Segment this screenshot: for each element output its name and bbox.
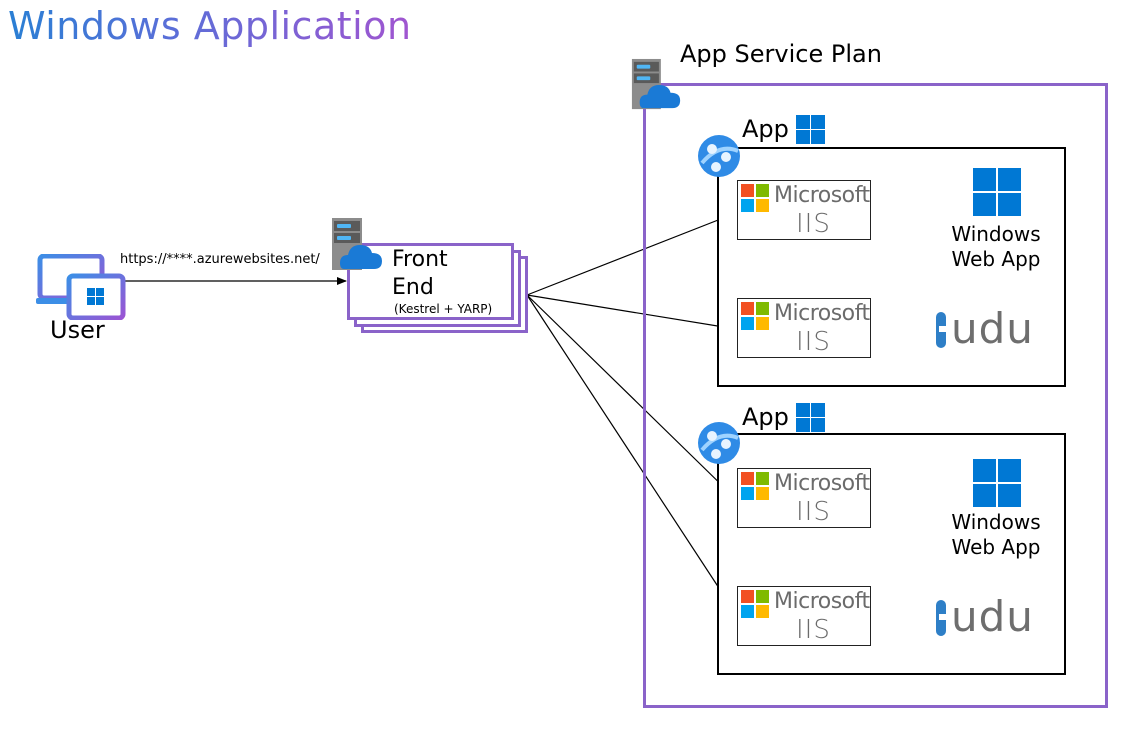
web-app-label-line2: Web App: [951, 247, 1041, 271]
iis-name-label: IIS: [796, 327, 831, 357]
iis-brand-label: Microsoft: [774, 183, 870, 208]
windows-logo-icon: [796, 403, 825, 432]
frontend-to-iis-1-arrow: [526, 212, 737, 296]
web-app-label-line1: Windows: [951, 510, 1041, 534]
app-service-plan-box: [643, 83, 1108, 708]
iis-brand-label: Microsoft: [774, 301, 870, 326]
iis-box: Microsoft IIS: [737, 586, 871, 646]
windows-logo-icon: [796, 115, 825, 144]
microsoft-logo-icon: [741, 302, 769, 330]
microsoft-logo-icon: [741, 472, 769, 500]
frontend-to-iis-3-arrow: [526, 294, 737, 500]
iis-name-label: IIS: [796, 615, 831, 645]
iis-box: Microsoft IIS: [737, 468, 871, 528]
server-cloud-icon: [630, 58, 684, 112]
laptop-user-icon: [36, 253, 128, 321]
frontend-to-iis-2-arrow: [526, 294, 737, 332]
iis-name-label: IIS: [796, 209, 831, 239]
page-title: Windows Application: [8, 4, 412, 48]
app-service-icon: [696, 420, 742, 466]
web-app-label: Windows Web App: [946, 510, 1046, 560]
kudu-icon: [934, 310, 950, 350]
app-service-icon: [696, 133, 742, 179]
web-app-label-line1: Windows: [951, 222, 1041, 246]
microsoft-logo-icon: [741, 590, 769, 618]
kudu-icon: [934, 598, 950, 638]
app-label-1: App: [742, 115, 789, 143]
iis-brand-label: Microsoft: [774, 471, 870, 496]
user-label: User: [50, 316, 105, 344]
iis-box: Microsoft IIS: [737, 180, 871, 240]
app-label-2: App: [742, 403, 789, 431]
web-app-label-line2: Web App: [951, 535, 1041, 559]
frontend-title-line1: Front: [392, 247, 448, 272]
windows-logo-icon: [973, 168, 1021, 216]
frontend-title-line2: End: [392, 275, 434, 300]
request-url-label: https://****.azurewebsites.net/: [120, 252, 320, 267]
iis-box: Microsoft IIS: [737, 298, 871, 358]
frontend-detail: (Kestrel + YARP): [394, 302, 493, 316]
iis-brand-label: Microsoft: [774, 589, 870, 614]
server-cloud-icon: [330, 217, 386, 273]
iis-name-label: IIS: [796, 497, 831, 527]
kudu-label: udu: [951, 592, 1034, 641]
windows-logo-icon: [973, 459, 1021, 507]
frontend-card: Front End (Kestrel + YARP): [347, 243, 514, 320]
microsoft-logo-icon: [741, 184, 769, 212]
web-app-label: Windows Web App: [946, 222, 1046, 272]
frontend-to-iis-4-arrow: [526, 294, 737, 615]
kudu-label: udu: [951, 304, 1034, 353]
app-service-plan-label: App Service Plan: [680, 40, 882, 68]
